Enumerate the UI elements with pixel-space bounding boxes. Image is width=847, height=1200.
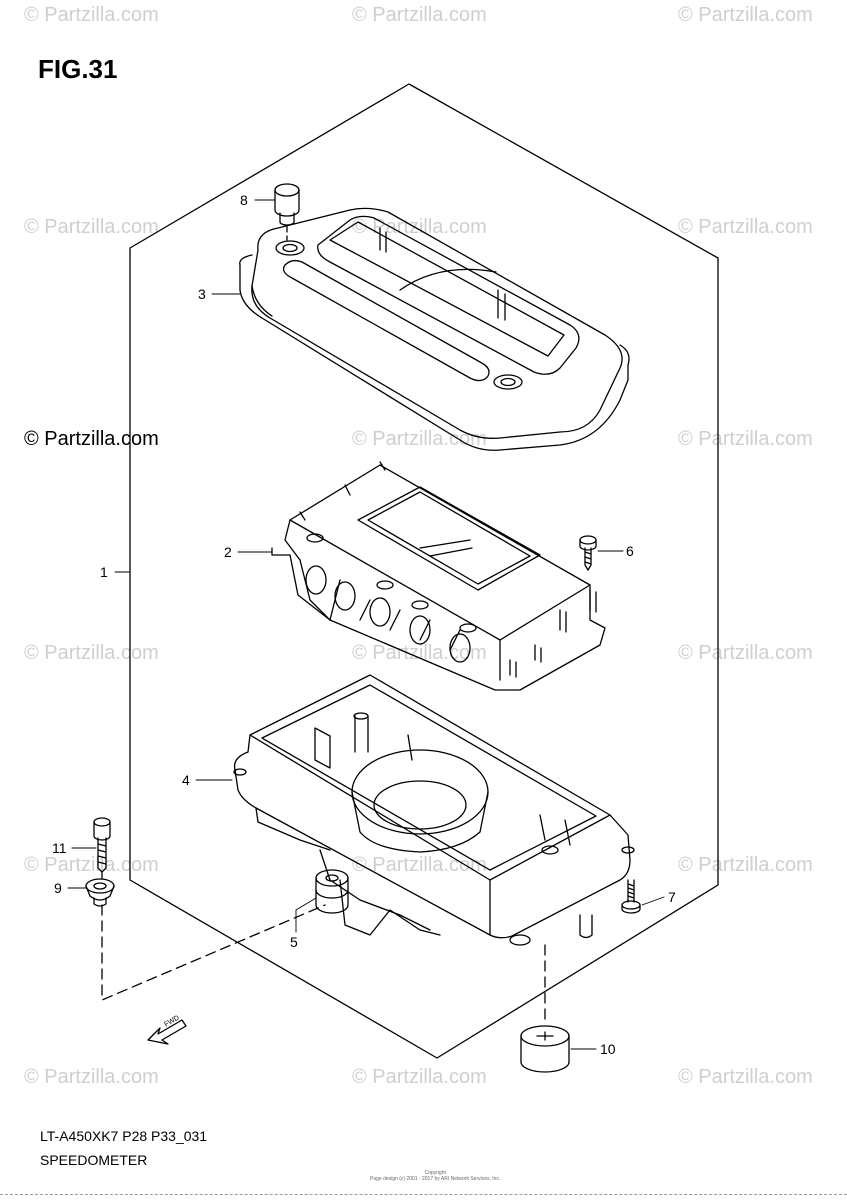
watermark: © Partzilla.com	[678, 428, 813, 450]
callout-11: 11	[52, 840, 67, 856]
watermark: © Partzilla.com	[678, 642, 813, 664]
leader-lines	[67, 199, 665, 1050]
callout-2: 2	[224, 544, 232, 560]
part-11-bolt	[93, 817, 111, 873]
watermark: © Partzilla.com	[352, 854, 487, 876]
callout-5: 5	[290, 934, 298, 950]
callout-3: 3	[198, 286, 206, 302]
part-2-meter-body	[271, 461, 606, 691]
watermark: © Partzilla.com	[678, 4, 813, 26]
watermark: © Partzilla.com	[678, 216, 813, 238]
watermark: © Partzilla.com	[352, 428, 487, 450]
part-7-screw	[621, 879, 641, 914]
watermark: © Partzilla.com	[24, 1066, 159, 1088]
callout-7: 7	[668, 889, 676, 905]
fwd-direction-marker	[147, 1019, 187, 1045]
watermark: © Partzilla.com	[678, 1066, 813, 1088]
callout-6: 6	[626, 543, 634, 559]
part-5-cushion	[315, 869, 349, 914]
figure-code: LT-A450XK7 P28 P33_031	[40, 1128, 208, 1144]
watermark: © Partzilla.com	[24, 642, 159, 664]
callout-10: 10	[600, 1041, 616, 1057]
watermark: © Partzilla.com	[678, 854, 813, 876]
part-9-collar	[85, 878, 115, 907]
part-6-screw	[579, 535, 597, 571]
watermark: © Partzilla.com	[352, 4, 487, 26]
part-8-grommet	[274, 183, 300, 226]
part-4-lower-case	[233, 674, 635, 946]
figure-title: FIG.31	[38, 54, 118, 84]
bottom-rule	[0, 1194, 847, 1195]
callout-4: 4	[182, 772, 190, 788]
figure-name: SPEEDOMETER	[40, 1152, 148, 1168]
callout-9: 9	[54, 880, 62, 896]
copyright-notice: Copyright Page design (c) 2001 - 2017 by…	[370, 1170, 501, 1182]
watermark: © Partzilla.com	[24, 4, 159, 26]
assembly-line	[101, 904, 326, 1001]
callout-8: 8	[240, 192, 248, 208]
part-10-cushion	[520, 1025, 570, 1073]
watermark: © Partzilla.com	[352, 1066, 487, 1088]
assembly-outline	[129, 83, 719, 1059]
part-3-upper-cover	[239, 207, 630, 451]
watermark: © Partzilla.com	[24, 854, 159, 876]
watermark: © Partzilla.com	[24, 216, 159, 238]
watermark-main: © Partzilla.com	[24, 428, 159, 450]
callout-1: 1	[100, 564, 108, 580]
